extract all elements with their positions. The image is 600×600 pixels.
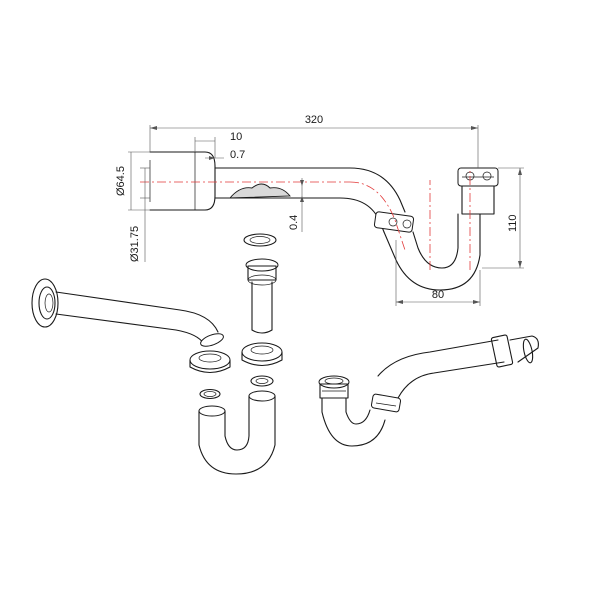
label-d64-5: Ø64.5 [115, 166, 127, 196]
slip-nut-right [241, 342, 283, 367]
centerlines [140, 170, 471, 270]
dim-flange-diameter: Ø64.5 [115, 151, 150, 211]
label-0-7: 0.7 [230, 149, 245, 161]
slip-nut-left [189, 350, 231, 374]
washer-right [250, 375, 274, 387]
dim-pipe-diameter: Ø31.75 [129, 167, 150, 262]
assembled-inlet-nut [318, 375, 350, 399]
dim-overall-length: 320 [149, 114, 479, 168]
label-110: 110 [507, 214, 519, 232]
dim-trap-height: 110 [482, 167, 524, 269]
dim-trap-width: 80 [395, 240, 481, 306]
label-320: 320 [305, 114, 323, 126]
arm-nut [373, 211, 415, 233]
dimensioned-elevation: 320 10 0.7 Ø64.5 Ø31.75 [115, 114, 524, 306]
assembled-nut-arm [370, 393, 402, 413]
assembled-u-trap [321, 397, 386, 447]
exploded-u-trap [198, 390, 276, 475]
washer-left [199, 388, 221, 400]
u-bend [383, 213, 481, 291]
dim-flange-thickness: 0.7 [205, 149, 245, 161]
escutcheon-flange [31, 278, 59, 328]
tailpiece [243, 233, 279, 334]
exploded-arm-pipe [55, 291, 224, 347]
label-80: 80 [432, 289, 444, 301]
assembled-arm [377, 334, 539, 399]
label-0-4: 0.4 [288, 215, 300, 230]
chrome-highlight [229, 183, 291, 199]
inlet-nut [457, 167, 499, 215]
exploded-view [31, 233, 283, 475]
label-d31-75: Ø31.75 [129, 226, 141, 262]
wall-flange [149, 151, 216, 211]
label-10: 10 [230, 131, 242, 143]
assembled-view [318, 334, 539, 447]
dim-outlet-offset: 0.4 [288, 178, 304, 232]
dim-wall-gap: 10 [194, 131, 242, 158]
